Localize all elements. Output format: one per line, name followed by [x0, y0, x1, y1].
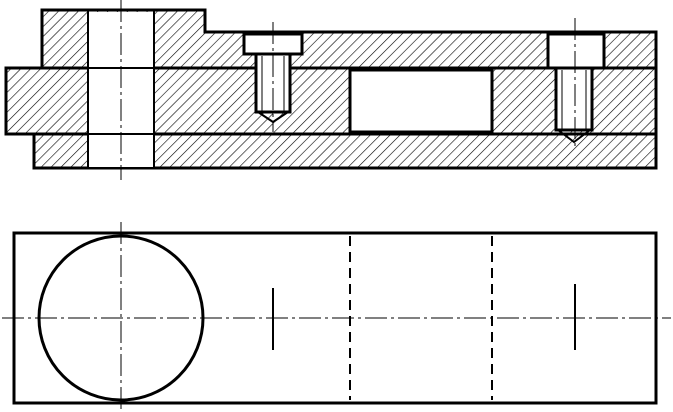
section-view: [4, 0, 658, 180]
screw-right: [546, 32, 606, 144]
top-view: [2, 222, 671, 410]
top-plate: [40, 8, 658, 70]
central-pocket: [348, 68, 494, 134]
